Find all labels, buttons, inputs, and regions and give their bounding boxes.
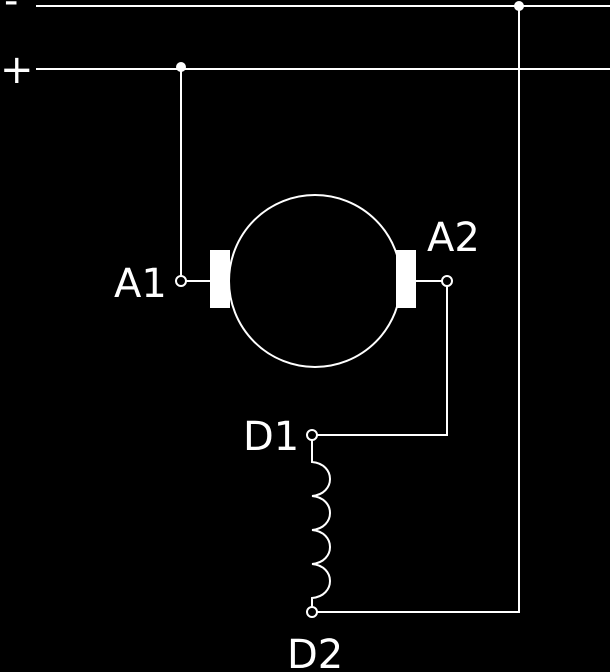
- wire-a2-to-d1: [317, 286, 448, 436]
- brush-left: [210, 250, 230, 308]
- negative-rail-label: -: [4, 0, 18, 24]
- label-a2: A2: [427, 215, 480, 261]
- brush-right: [396, 250, 416, 308]
- terminal-d1: [306, 429, 318, 441]
- positive-rail-label: +: [0, 47, 34, 93]
- wire-d2-to-negative: [317, 6, 520, 613]
- label-d1: D1: [243, 414, 299, 460]
- terminal-a2: [441, 275, 453, 287]
- label-d2: D2: [287, 632, 343, 672]
- terminal-a1: [175, 275, 187, 287]
- label-a1: A1: [114, 261, 167, 307]
- field-winding-coil: [311, 440, 331, 607]
- terminal-d2: [306, 606, 318, 618]
